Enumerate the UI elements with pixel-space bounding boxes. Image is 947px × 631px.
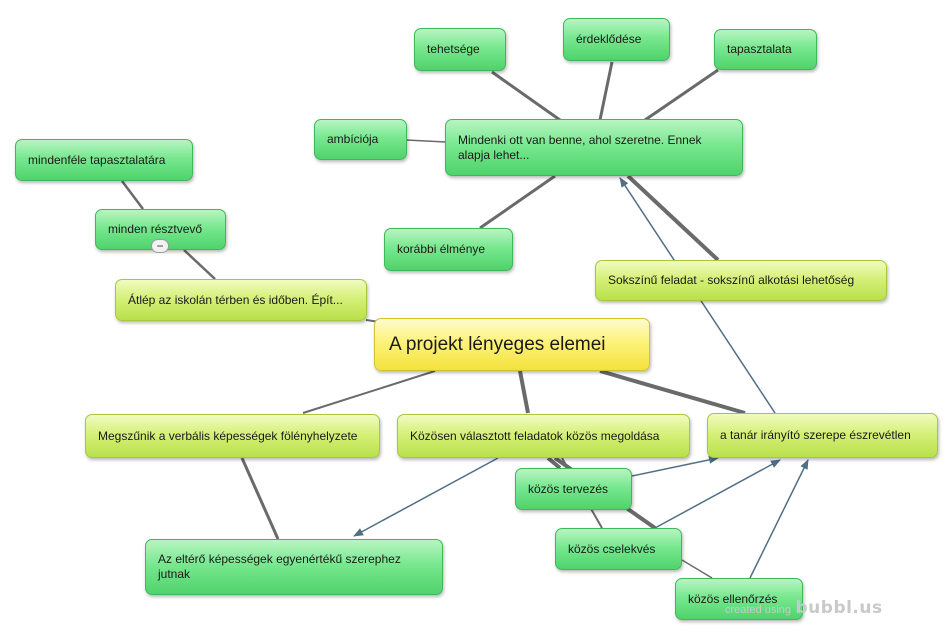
arrow-ellenorzes-tanar: [749, 459, 809, 579]
link-minden-resztvevo: [183, 249, 216, 280]
link-root-kozosen: [518, 370, 530, 414]
node-tanar[interactable]: a tanár irányító szerepe észrevétlen: [707, 413, 938, 458]
root-node[interactable]: A projekt lényeges elemei: [374, 318, 650, 371]
node-label: Átlép az iskolán térben és időben. Épít.…: [128, 292, 343, 307]
node-atlep[interactable]: Átlép az iskolán térben és időben. Épít.…: [115, 279, 367, 321]
node-mindenfele[interactable]: mindenféle tapasztalatára: [15, 139, 193, 181]
node-label: ambíciója: [327, 132, 379, 146]
root-label: A projekt lényeges elemei: [389, 334, 606, 355]
node-label: Mindenki ott van benne, ahol szeretne. E…: [458, 132, 702, 162]
node-tehetsege[interactable]: tehetsége: [414, 28, 506, 71]
node-label: tehetsége: [427, 42, 480, 56]
node-sokszinu[interactable]: Sokszínű feladat - sokszínű alkotási leh…: [595, 260, 887, 301]
node-mindenki[interactable]: Mindenki ott van benne, ahol szeretne. E…: [445, 119, 743, 176]
collapse-toggle-button[interactable]: −: [151, 239, 169, 253]
link-root-megszunik: [302, 370, 436, 414]
arrow-kozosen-eltero: [353, 457, 499, 537]
node-ambicioja[interactable]: ambíciója: [314, 119, 407, 160]
arrow-tervezes-tanar: [631, 455, 719, 477]
node-label: tapasztalata: [727, 42, 792, 56]
node-label: korábbi élménye: [397, 242, 486, 256]
link-tehetsege: [491, 70, 561, 122]
node-tapasztalata[interactable]: tapasztalata: [714, 29, 817, 70]
link-tapasztalata: [644, 68, 719, 122]
node-label: mindenféle tapasztalatára: [28, 152, 166, 167]
watermark-prefix: created using: [725, 604, 792, 616]
link-ambicioja: [405, 139, 447, 143]
node-label: Megszűnik a verbális képességek fölényhe…: [98, 428, 358, 443]
node-label: érdeklődése: [576, 32, 642, 46]
node-korabbi[interactable]: korábbi élménye: [384, 228, 513, 271]
node-label: Közösen választott feladatok közös megol…: [410, 428, 660, 443]
watermark-brand: bubbl.us: [795, 598, 883, 618]
link-cselekves-ellenorzes: [681, 559, 713, 579]
link-korabbi: [479, 174, 556, 230]
node-label: közös cselekvés: [568, 541, 656, 556]
node-label: Sokszínű feladat - sokszínű alkotási leh…: [608, 273, 855, 287]
node-erdeklodese[interactable]: érdeklődése: [563, 18, 670, 61]
node-label: közös tervezés: [528, 481, 609, 496]
node-label: a tanár irányító szerepe észrevétlen: [720, 428, 911, 442]
node-megszunik[interactable]: Megszűnik a verbális képességek fölényhe…: [85, 414, 380, 458]
node-tervezes[interactable]: közös tervezés: [515, 468, 632, 510]
link-root-tanar: [599, 369, 746, 415]
link-erdeklodese: [598, 61, 614, 121]
link-mindenfele: [121, 180, 144, 210]
link-mindenki-sokszinu: [626, 174, 720, 262]
node-label: közös ellenőrzés: [688, 591, 778, 606]
link-kozosen-tervezes: [546, 456, 562, 470]
node-label: Az eltérő képességek egyenértékű szereph…: [158, 552, 401, 581]
link-megszunik-eltero: [240, 457, 280, 540]
node-cselekves[interactable]: közös cselekvés: [555, 528, 682, 570]
node-eltero[interactable]: Az eltérő képességek egyenértékű szereph…: [145, 539, 443, 595]
node-kozosen[interactable]: Közösen választott feladatok közös megol…: [397, 414, 690, 458]
watermark: created using bubbl.us: [725, 598, 883, 618]
node-label: minden résztvevő: [108, 222, 203, 236]
node-ellenorzes[interactable]: közös ellenőrzés: [675, 578, 803, 620]
arrow-cselekves-tanar: [654, 459, 781, 529]
